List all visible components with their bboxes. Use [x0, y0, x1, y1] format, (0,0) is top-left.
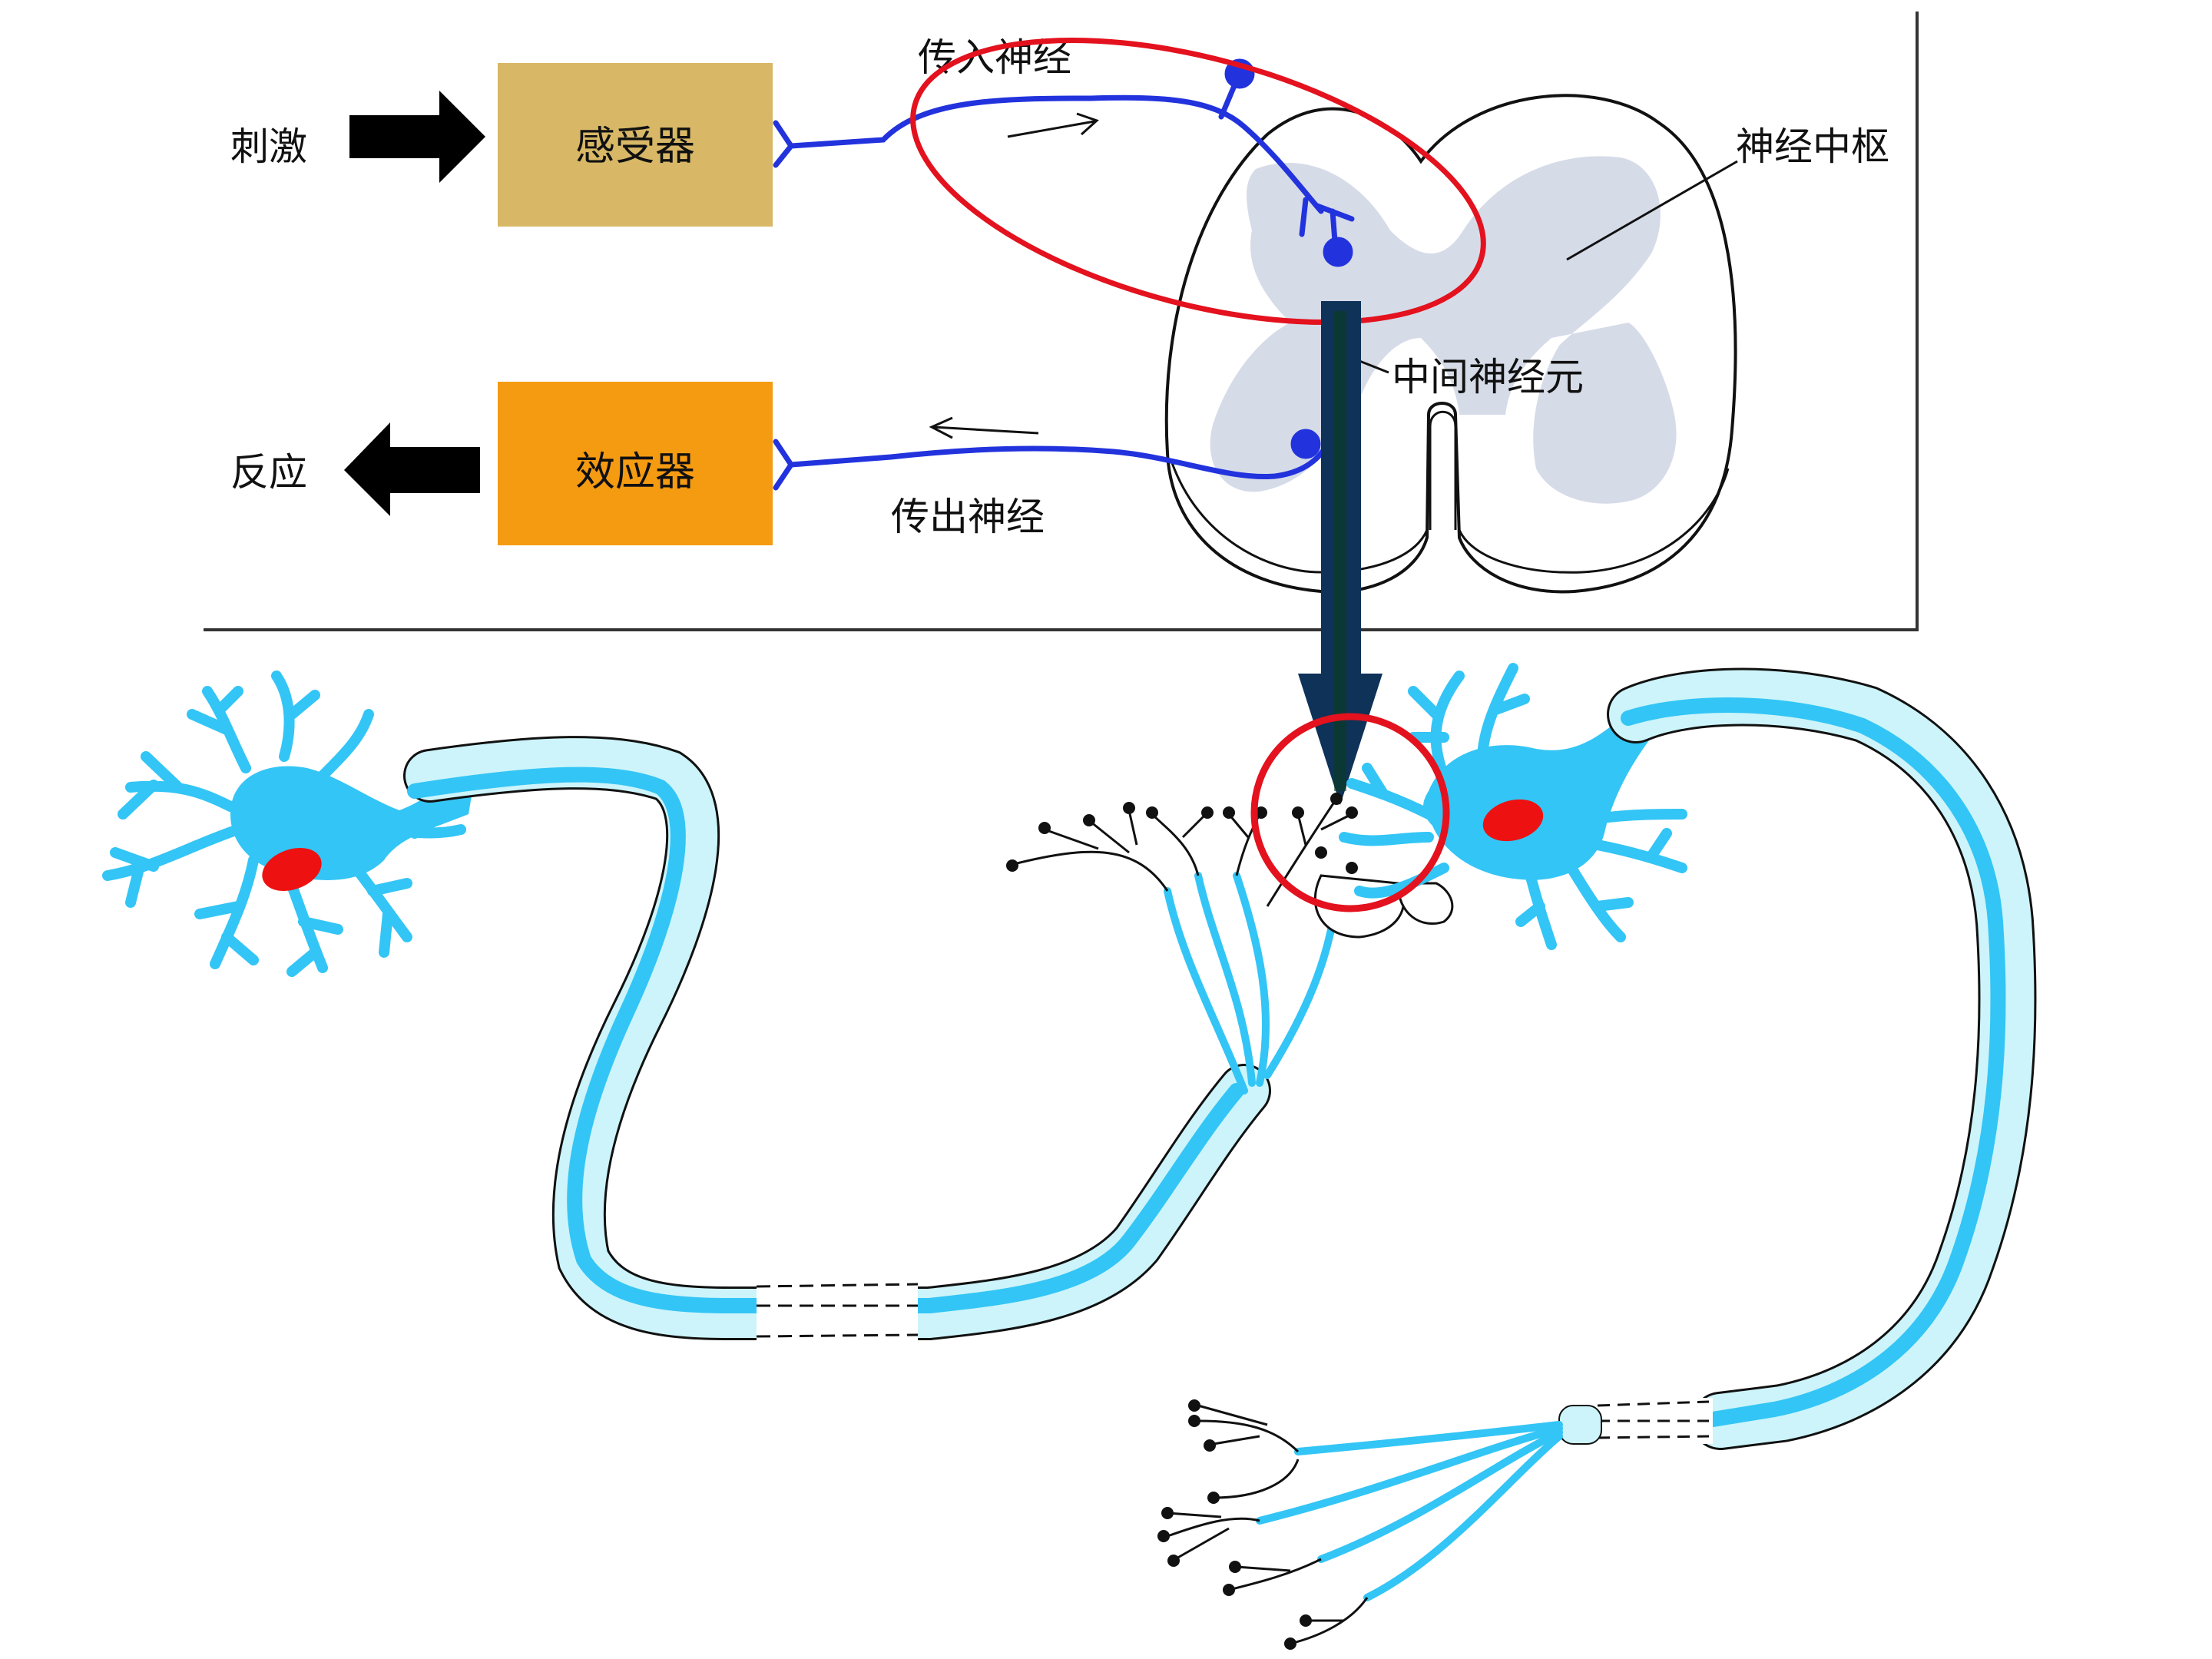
right-axon-terminals	[1256, 1421, 1563, 1601]
right-neuron-dendrites	[1339, 663, 1687, 950]
left-axon-terminals	[1164, 872, 1340, 1094]
effector-box	[498, 382, 773, 545]
left-neuron	[102, 671, 476, 977]
right-axon-core	[1621, 697, 2006, 1427]
effector-label: 效应器	[575, 449, 695, 495]
receptor-box	[498, 63, 773, 227]
left-neuron-nucleus	[262, 847, 322, 892]
nerve-center-pointer	[1566, 160, 1738, 261]
right-neuron-soma	[1423, 707, 1651, 880]
interneuron-pointer	[1359, 359, 1389, 374]
right-terminal-branches	[1167, 1404, 1369, 1645]
right-axon	[1157, 667, 2037, 1650]
right-synaptic-knobs	[1157, 1399, 1312, 1650]
interneuron-label: 中间神经元	[1392, 355, 1584, 399]
panel-border	[204, 12, 1919, 631]
response-label: 反应	[230, 450, 307, 495]
efferent-direction-arrow	[929, 416, 1039, 439]
left-terminal-branches	[1013, 798, 1353, 907]
left-axon-core	[407, 767, 1244, 1313]
reflex-arc-panel: 刺激 反应 感受器 效应器 神经中枢 中间神经元	[204, 12, 1919, 631]
spinal-cord-lower-band	[1170, 460, 1730, 574]
left-axon-gap	[756, 1283, 919, 1338]
left-axon	[403, 736, 1454, 1343]
right-neuron-nucleus	[1482, 799, 1544, 842]
afferent-direction-arrow	[1007, 112, 1099, 138]
afferent-nerve	[773, 58, 1355, 267]
nerve-center-label: 神经中枢	[1736, 124, 1889, 169]
down-arrow-icon	[1298, 301, 1382, 805]
left-arrow-icon	[344, 422, 480, 516]
efferent-nerve	[773, 396, 1343, 491]
afferent-highlight-circle	[910, 38, 1486, 325]
spinal-cord: 神经中枢 中间神经元	[1164, 94, 1889, 594]
left-neuron-dendrites	[102, 671, 466, 977]
synapse-highlight-circle	[1250, 713, 1450, 912]
right-arrow-icon	[349, 91, 485, 183]
right-axon-sheath	[1609, 670, 2035, 1448]
right-neuron	[1339, 663, 1687, 950]
receptor-label: 感受器	[575, 124, 695, 170]
stimulus-label: 刺激	[230, 124, 307, 169]
central-canal	[1429, 410, 1457, 530]
efferent-nerve-label: 传出神经	[891, 495, 1045, 539]
